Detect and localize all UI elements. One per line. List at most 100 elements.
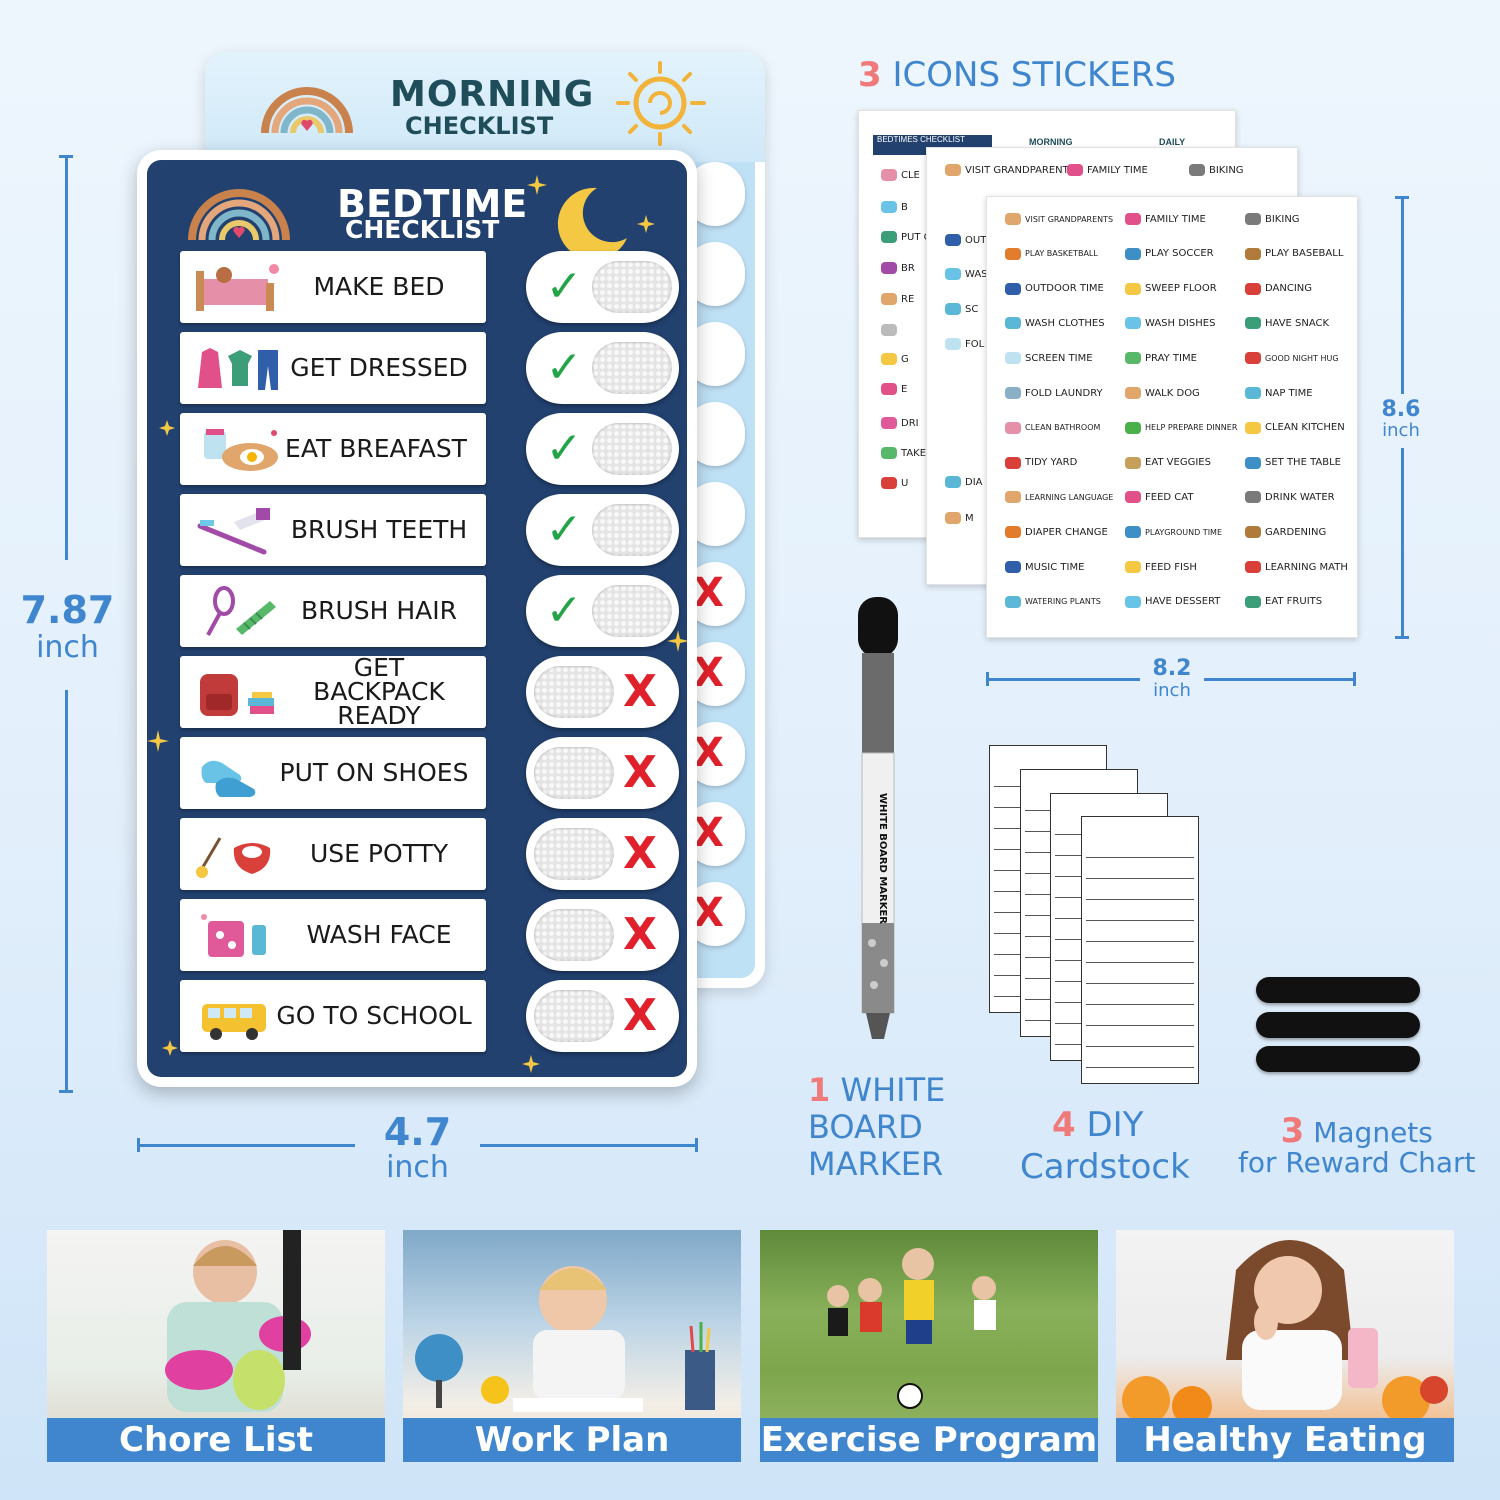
sticker-item: SCREEN TIME [1005,352,1093,365]
toggle-slider[interactable] [592,423,672,475]
sticker-item: FAMILY TIME [1067,164,1148,176]
dimension-line [480,1144,698,1147]
sticker-icon [1005,317,1021,330]
sun-icon [616,61,706,146]
sticker-item: GOOD NIGHT HUG [1245,352,1339,365]
sticker-icon [1125,247,1141,260]
sticker-icon [1125,213,1141,225]
toggle-slider[interactable] [534,747,614,799]
toggle-slider[interactable] [534,828,614,880]
sticker-item: DANCING [1245,282,1312,295]
sticker-icon [1005,595,1021,608]
photo-healthy-eating: Healthy Eating [1116,1230,1454,1462]
task-toggle-put-on-shoes[interactable]: X [526,737,679,809]
cross-mark: X [623,990,657,1041]
task-toggle-get-backpack-ready[interactable]: X [526,656,679,728]
sticker-item: PRAY TIME [1125,352,1197,365]
sticker-icon [1005,561,1021,573]
task-row-brush-hair: BRUSH HAIR [180,575,486,647]
sticker-label: LEARNING LANGUAGE [1025,492,1114,502]
dimension-line [986,678,1140,681]
sticker-item: GARDENING [1245,526,1326,539]
task-toggle-eat-breakfast[interactable]: ✓ [526,413,679,485]
task-toggle-brush-hair[interactable]: ✓ [526,575,679,647]
task-label: GO TO SCHOOL [276,1001,472,1030]
task-row-get-dressed: GET DRESSED [180,332,486,404]
toggle-slider[interactable] [592,261,672,313]
width-unit: inch [386,1150,449,1185]
task-row-make-bed: MAKE BED [180,251,486,323]
sticker-label: VISIT GRANDPARENTS [1025,214,1114,224]
sticker-sheet-front: VISIT GRANDPARENTS FAMILY TIME BIKING PLAY … [986,196,1358,638]
sticker-item: WASH DISHES [1125,317,1215,330]
magnet-strip [1256,977,1420,1003]
sticker-label: BIKING [1265,213,1300,225]
toggle-slider[interactable] [534,990,614,1042]
sticker-item: VISIT GRANDPARENTS [1005,213,1113,225]
sticker-label: FEED CAT [1145,491,1194,503]
sticker-item: SC [945,303,978,315]
task-toggle-make-bed[interactable]: ✓ [526,251,679,323]
task-row-use-potty: USE POTTY [180,818,486,890]
whiteboard-marker-image: WHITE BOARD MARKER [858,597,898,1039]
toggle-slider[interactable] [592,504,672,556]
sticker-item: DIAPER CHANGE [1005,526,1108,539]
sticker-icon [1245,282,1261,295]
photo-caption: Work Plan [403,1418,741,1462]
toggle-slider[interactable] [592,585,672,637]
sticker-icon [1245,456,1261,469]
task-toggle-get-dressed[interactable]: ✓ [526,332,679,404]
star-icon [159,420,175,436]
sticker-item: FOL [945,338,984,350]
sticker-icon [1125,421,1141,434]
cross-mark: X [623,666,657,717]
star-icon [162,1040,178,1056]
task-label: BRUSH HAIR [300,596,458,625]
stickers-count: 3 [858,55,882,95]
bed-icon [196,264,279,311]
cross-mark: X [693,650,724,696]
marker-label: 1 WHITE BOARD MARKER [808,1072,945,1183]
sticker-icon [1125,456,1141,469]
photo-caption: Chore List [47,1418,385,1462]
star-icon [637,215,655,233]
task-row-get-backpack-ready: GET BACKPACK READY [180,655,486,728]
sticker-label: PLAY BASEBALL [1265,248,1344,260]
sticker-item: PLAYGROUND TIME [1125,526,1222,539]
task-row-eat-breakfast: EAT BREAFAST [180,413,486,485]
photo-caption: Exercise Program [760,1418,1098,1462]
toggle-slider[interactable] [534,666,614,718]
dimension-tick [695,1138,698,1152]
sticker-item: CLE [881,169,920,181]
task-row-wash-face: WASH FACE [180,899,486,971]
sticker-item: VISIT GRANDPARENTS [945,164,1075,176]
dimension-tick [1353,672,1356,686]
toggle-slider[interactable] [592,342,672,394]
task-toggle-brush-teeth[interactable]: ✓ [526,494,679,566]
school-bus-icon [202,1004,266,1040]
hair-brush-icon [206,586,276,636]
task-toggle-wash-face[interactable]: X [526,899,679,971]
sticker-label: CLEAN KITCHEN [1265,422,1345,434]
sheet-height-value: 8.6 [1381,397,1421,422]
board-header [205,52,765,162]
sticker-item: TIDY YARD [1005,456,1077,469]
stickers-label: ICONS STICKERS [892,55,1176,95]
magnets-label-line: Magnets [1313,1116,1433,1149]
dimension-line [137,1144,355,1147]
task-label: WASH FACE [306,920,452,949]
sticker-label: FAMILY TIME [1145,213,1206,225]
sticker-item: PLAY BASEBALL [1245,247,1344,260]
sticker-item: FEED CAT [1125,491,1194,504]
task-label: BRUSH TEETH [290,515,468,544]
breakfast-icon [204,429,278,471]
sticker-icon [1125,491,1141,504]
sticker-item [881,324,901,336]
child-drawing-illustration [415,1266,715,1412]
sticker-item: SET THE TABLE [1245,456,1341,469]
toggle-slider[interactable] [534,909,614,961]
star-icon [527,175,547,195]
task-toggle-go-to-school[interactable]: X [526,980,679,1052]
task-label: MAKE BED [313,272,445,301]
task-toggle-use-potty[interactable]: X [526,818,679,890]
